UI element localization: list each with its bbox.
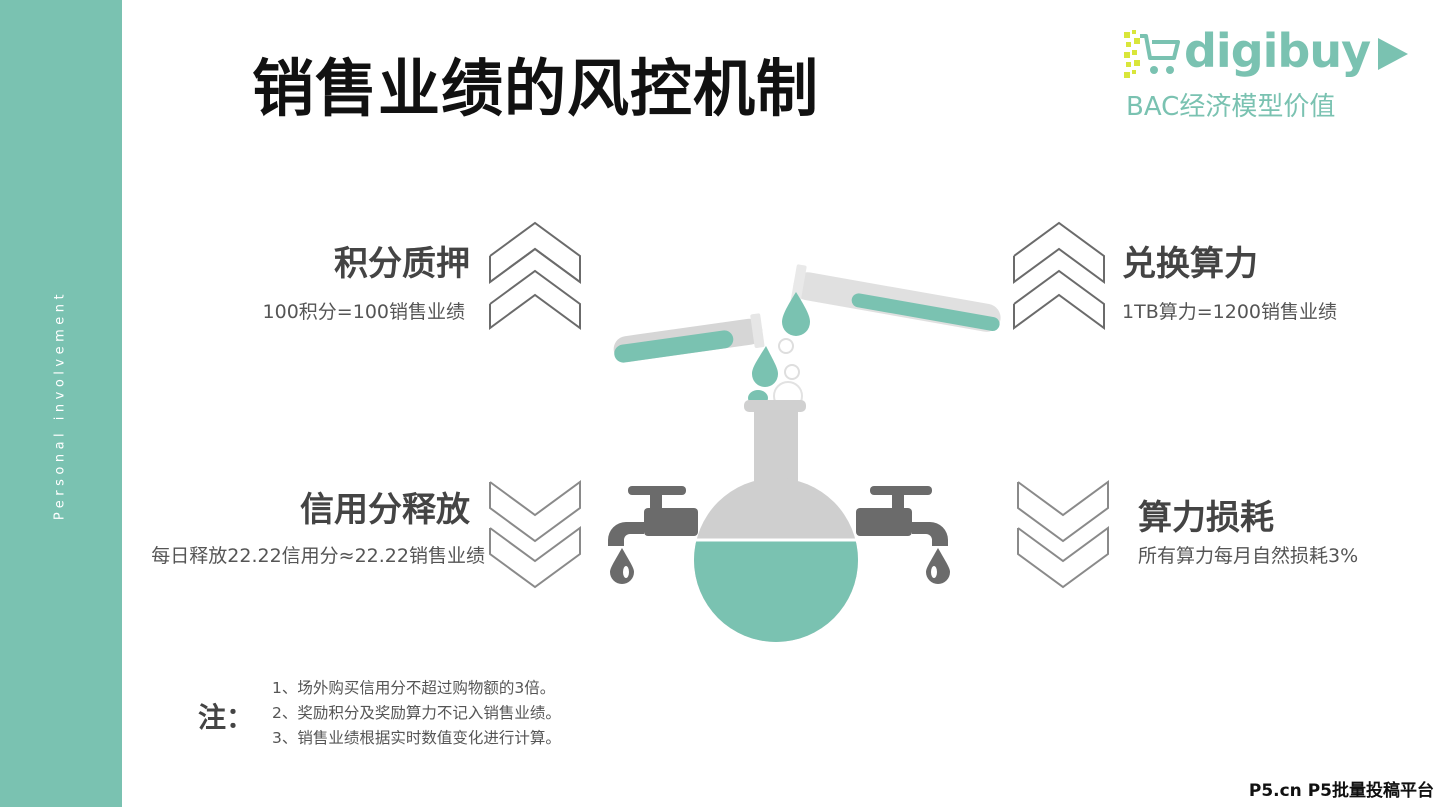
release-title: 信用分释放 (300, 490, 470, 530)
exchange-desc: 1TB算力=1200销售业绩 (1122, 301, 1338, 323)
chevron-down-icon (489, 480, 581, 589)
pledge-desc: 100积分=100销售业绩 (262, 301, 465, 323)
loss-title: 算力损耗 (1138, 498, 1274, 538)
logo-subtitle: BAC经济模型价值 (1126, 92, 1336, 122)
pledge-title: 积分质押 (334, 244, 470, 284)
notes-label: 注： (198, 701, 255, 734)
drop-icon (782, 292, 810, 336)
drop-icon (926, 548, 950, 584)
watermark: P5.cn P5批量投稿平台 (1248, 781, 1434, 801)
note-item: 2、奖励积分及奖励算力不记入销售业绩。 (272, 704, 561, 722)
sidebar: Personal involvement (0, 0, 122, 807)
left-test-tube (613, 313, 765, 363)
drop-icon (752, 346, 778, 387)
water-tap-icon (608, 486, 698, 584)
notes-list: 1、场外购买信用分不超过购物额的3倍。 2、奖励积分及奖励算力不记入销售业绩。 … (272, 676, 561, 751)
note-item: 3、销售业绩根据实时数值变化进行计算。 (272, 729, 561, 747)
drop-icon (610, 548, 634, 584)
exchange-title: 兑换算力 (1122, 244, 1258, 284)
page-title: 销售业绩的风控机制 (252, 52, 820, 125)
logo-wordmark: digibuy (1184, 24, 1371, 78)
chevron-down-icon (1017, 480, 1109, 589)
note-item: 1、场外购买信用分不超过购物额的3倍。 (272, 679, 556, 697)
chevron-up-icon (1013, 221, 1105, 330)
logo: digibuy BAC经济模型价值 (1118, 24, 1418, 124)
release-desc: 每日释放22.22信用分≈22.22销售业绩 (151, 545, 485, 567)
shopping-cart-icon (1124, 30, 1180, 78)
loss-desc: 所有算力每月自然损耗3% (1138, 545, 1359, 567)
right-test-tube (790, 264, 1001, 332)
flask-illustration (608, 264, 1001, 642)
water-tap-icon (856, 486, 950, 584)
chevron-up-icon (489, 221, 581, 330)
play-triangle-icon (1378, 38, 1408, 70)
sidebar-vertical-text: Personal involvement (52, 289, 68, 521)
